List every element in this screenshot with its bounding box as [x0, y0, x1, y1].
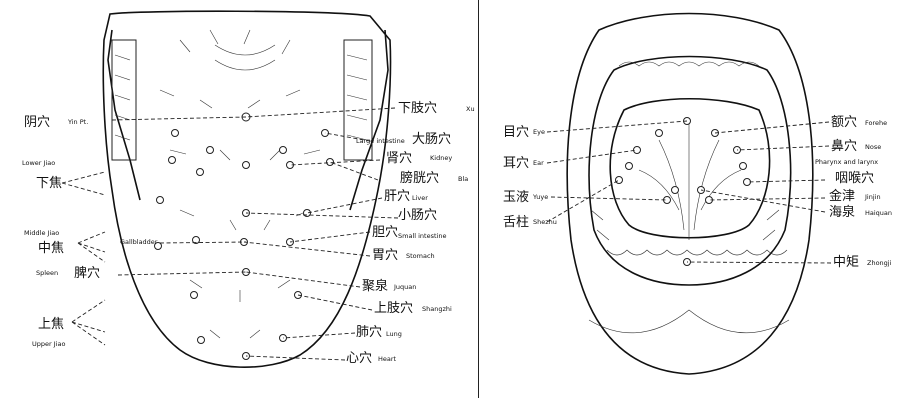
label-yin-pt-zh: 阴穴 — [24, 115, 50, 130]
label-zhongji-zh: 中矩 — [833, 255, 859, 270]
label-haiquan-zh: 海泉 — [829, 204, 855, 220]
label-zhongji-en: Zhongji — [867, 259, 892, 267]
mouth-inner-opening — [589, 57, 790, 286]
label-middle-jiao-zh: 中焦 — [38, 241, 64, 256]
label-gall-zh: 胆穴 — [372, 225, 398, 240]
label-yin-pt-en: Yin Pt. — [67, 118, 88, 126]
acupoint-dot — [280, 147, 287, 154]
label-nose-zh: 鼻穴 — [831, 138, 857, 154]
label-shezhu-en: Shezhu — [533, 218, 557, 226]
acupoint-dot — [169, 157, 176, 164]
mouth-outer-lips — [567, 14, 813, 375]
label-forehead-zh: 额穴 — [831, 115, 857, 130]
label-eye-en: Eye — [533, 128, 545, 136]
tongue-surface-diagram: 阴穴 Yin Pt. Lower Jiao 下焦 Middle Jiao 中焦 … — [0, 0, 479, 398]
label-upper-jiao-zh: 上焦 — [38, 317, 64, 332]
label-spleen-zh: 脾穴 — [74, 266, 100, 281]
label-lower-jiao-zh: 下焦 — [36, 176, 62, 191]
label-middle-jiao-en: Middle Jiao — [24, 229, 59, 237]
label-pharynx-en: Pharynx and larynx — [815, 158, 878, 166]
acupoint-dot — [243, 162, 250, 169]
label-bladder-zh: 膀胱穴 — [400, 170, 439, 186]
label-pharynx-zh: 咽喉穴 — [835, 171, 874, 186]
lower-teeth — [607, 250, 787, 255]
label-small-intestine-en: Small intestine — [398, 232, 446, 240]
acupoint-dot — [740, 163, 747, 170]
acupoint-dot — [197, 169, 204, 176]
label-yuye-zh: 玉液 — [503, 190, 529, 205]
tongue-surface-svg: 阴穴 Yin Pt. Lower Jiao 下焦 Middle Jiao 中焦 … — [0, 0, 478, 398]
label-ear-en: Ear — [533, 159, 544, 167]
label-upper-jiao-en: Upper Jiao — [32, 340, 65, 348]
label-shangzhi-zh: 上肢穴 — [374, 300, 413, 316]
upper-teeth — [619, 62, 759, 66]
label-eye-zh: 目穴 — [503, 125, 529, 140]
acupoint-dot — [672, 187, 679, 194]
tongue-outline — [103, 11, 390, 367]
label-ear-zh: 耳穴 — [503, 156, 529, 171]
acupoint-dot — [207, 147, 214, 154]
tongue-left-edge — [108, 30, 140, 200]
label-haiquan-en: Haiquan — [865, 209, 892, 217]
label-lung-zh: 肺穴 — [356, 325, 382, 340]
label-xu-en: Xu — [466, 105, 475, 113]
label-juquan-en: Juquan — [393, 283, 416, 291]
label-lung-en: Lung — [386, 330, 402, 338]
label-stomach-en: Stomach — [406, 252, 435, 260]
label-gallbladder-en: Gallbladder — [120, 238, 158, 246]
label-stomach-zh: 胃穴 — [372, 248, 398, 263]
label-shangzhi-en: Shangzhi — [422, 305, 452, 313]
acupoint-dot — [157, 197, 164, 204]
label-liver-en: Liver — [412, 194, 428, 202]
label-juquan-zh: 聚泉 — [362, 278, 388, 294]
label-jinjin-en: Jinjin — [864, 193, 881, 201]
label-xu-zh: 下肢穴 — [398, 100, 437, 116]
label-jinjin-zh: 金津 — [829, 188, 855, 204]
label-forehead-en: Forehe — [865, 119, 887, 127]
label-large-intestine-zh: 大肠穴 — [412, 132, 451, 147]
acupoint-dot — [295, 292, 302, 299]
label-kidney-zh: 肾穴 — [386, 151, 412, 166]
label-liver-zh: 肝穴 — [384, 189, 410, 204]
acupoint-dot — [656, 130, 663, 137]
acupoint-dot — [172, 130, 179, 137]
acupoint-dot — [198, 337, 205, 344]
acupoint-dot — [191, 292, 198, 299]
acupoint-dot — [634, 147, 641, 154]
underside-acupoints — [616, 118, 751, 266]
mouth-underside-svg: 目穴 Eye 耳穴 Ear 玉液 Yuye 舌柱 Shezhu 额穴 Foreh… — [479, 0, 898, 398]
label-shezhu-zh: 舌柱 — [503, 215, 529, 230]
acupoint-dot — [327, 159, 334, 166]
tongue-underside-diagram: 目穴 Eye 耳穴 Ear 玉液 Yuye 舌柱 Shezhu 额穴 Foreh… — [479, 0, 898, 398]
label-nose-en: Nose — [865, 143, 881, 151]
label-kidney-en: Kidney — [430, 154, 452, 162]
acupoint-dot — [616, 177, 623, 184]
label-large-intestine-en: Large intestine — [356, 137, 405, 145]
acupoint-dot — [626, 163, 633, 170]
tongue-acupoints — [155, 113, 334, 360]
label-bladder-en: Bla — [458, 175, 468, 183]
label-heart-en: Heart — [378, 355, 397, 363]
label-spleen-en: Spleen — [36, 269, 58, 277]
label-yuye-en: Yuye — [532, 193, 548, 201]
label-lower-jiao-en: Lower Jiao — [22, 159, 55, 167]
label-small-intestine-zh: 小肠穴 — [398, 208, 437, 223]
label-heart-zh: 心穴 — [346, 351, 372, 366]
